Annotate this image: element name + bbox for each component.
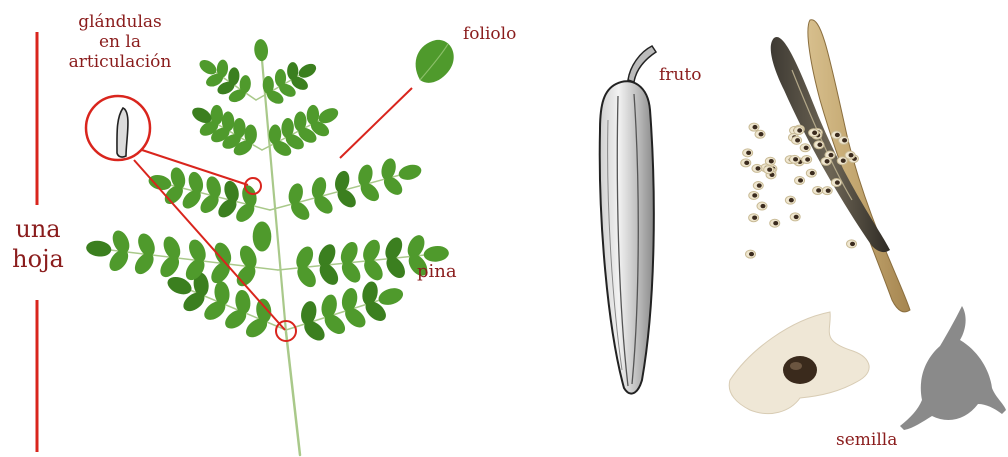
leaflet-shape — [204, 175, 223, 200]
leaflet-shape — [85, 239, 112, 257]
seed-kernel — [804, 146, 809, 150]
seed-kernel — [794, 215, 799, 219]
winged-seed — [729, 312, 869, 414]
seed-label: semilla — [836, 430, 897, 450]
fruit-drawing — [600, 46, 656, 394]
seed-kernel — [773, 221, 778, 225]
fruit-label: fruto — [659, 65, 701, 85]
seed-kernel — [849, 153, 854, 157]
pinna-label: pina — [417, 262, 457, 282]
leaflet-callout — [340, 40, 454, 158]
dried-pods — [771, 20, 910, 312]
glands-label-line-3: articulación — [60, 52, 180, 72]
seed-kernel — [825, 159, 830, 163]
leaf-label-line-1: una — [4, 214, 72, 244]
leaflet-shape — [244, 124, 256, 144]
leaflet-shape — [211, 105, 223, 125]
leaflet-shape — [186, 170, 205, 195]
seed-kernel — [817, 143, 822, 147]
seed-kernel — [767, 168, 772, 172]
seed-kernel — [793, 157, 798, 161]
seed-kernel — [755, 166, 760, 170]
leaflet-icon — [416, 40, 454, 83]
seed-kernel — [752, 216, 757, 220]
seed-kernel — [842, 138, 847, 142]
leaflet-shape — [240, 184, 259, 209]
seed-kernel — [805, 157, 810, 161]
seed-kernel — [769, 159, 774, 163]
seed-kernel — [826, 188, 831, 192]
seed-kernel — [795, 138, 800, 142]
seed-kernel — [789, 198, 794, 202]
seed-kernel — [850, 242, 855, 246]
seed-kernel — [749, 252, 754, 256]
seed-kernel — [744, 161, 749, 165]
rachis-line — [286, 332, 300, 455]
seed-kernel — [797, 128, 802, 132]
seed-kernel — [752, 193, 757, 197]
leaflet-shape — [168, 166, 187, 191]
leaflet-shape — [376, 285, 405, 308]
leaflet-shape — [253, 222, 272, 252]
seed-kernel — [760, 204, 765, 208]
compound-leaf — [85, 39, 449, 455]
seed-kernel — [759, 132, 764, 136]
leaf-label: una hoja — [4, 214, 72, 274]
leaflet-label: foliolo — [463, 24, 516, 44]
leaflet-shape — [222, 111, 234, 131]
seed-kernel — [841, 158, 846, 162]
seed-kernel — [798, 178, 803, 182]
seed-kernel — [746, 151, 751, 155]
seed-kernel — [757, 183, 762, 187]
seed-kernel — [835, 180, 840, 184]
seed-kernel — [829, 153, 834, 157]
glands-label-line-1: glándulas — [60, 12, 180, 32]
seed-kernel — [812, 131, 817, 135]
seed-kernel — [752, 125, 757, 129]
leaflet-shape — [397, 162, 423, 182]
leaf-label-line-2: hoja — [4, 244, 72, 274]
leaflet-shape — [233, 118, 245, 138]
leaflet-shape — [253, 39, 269, 62]
seed-kernel — [835, 133, 840, 137]
seed-kernel — [810, 171, 815, 175]
seed-kernel — [816, 188, 821, 192]
seed-silhouette-icon — [900, 306, 1006, 430]
glands-label: glándulas en la articulación — [60, 12, 180, 72]
glands-label-line-2: en la — [60, 32, 180, 52]
